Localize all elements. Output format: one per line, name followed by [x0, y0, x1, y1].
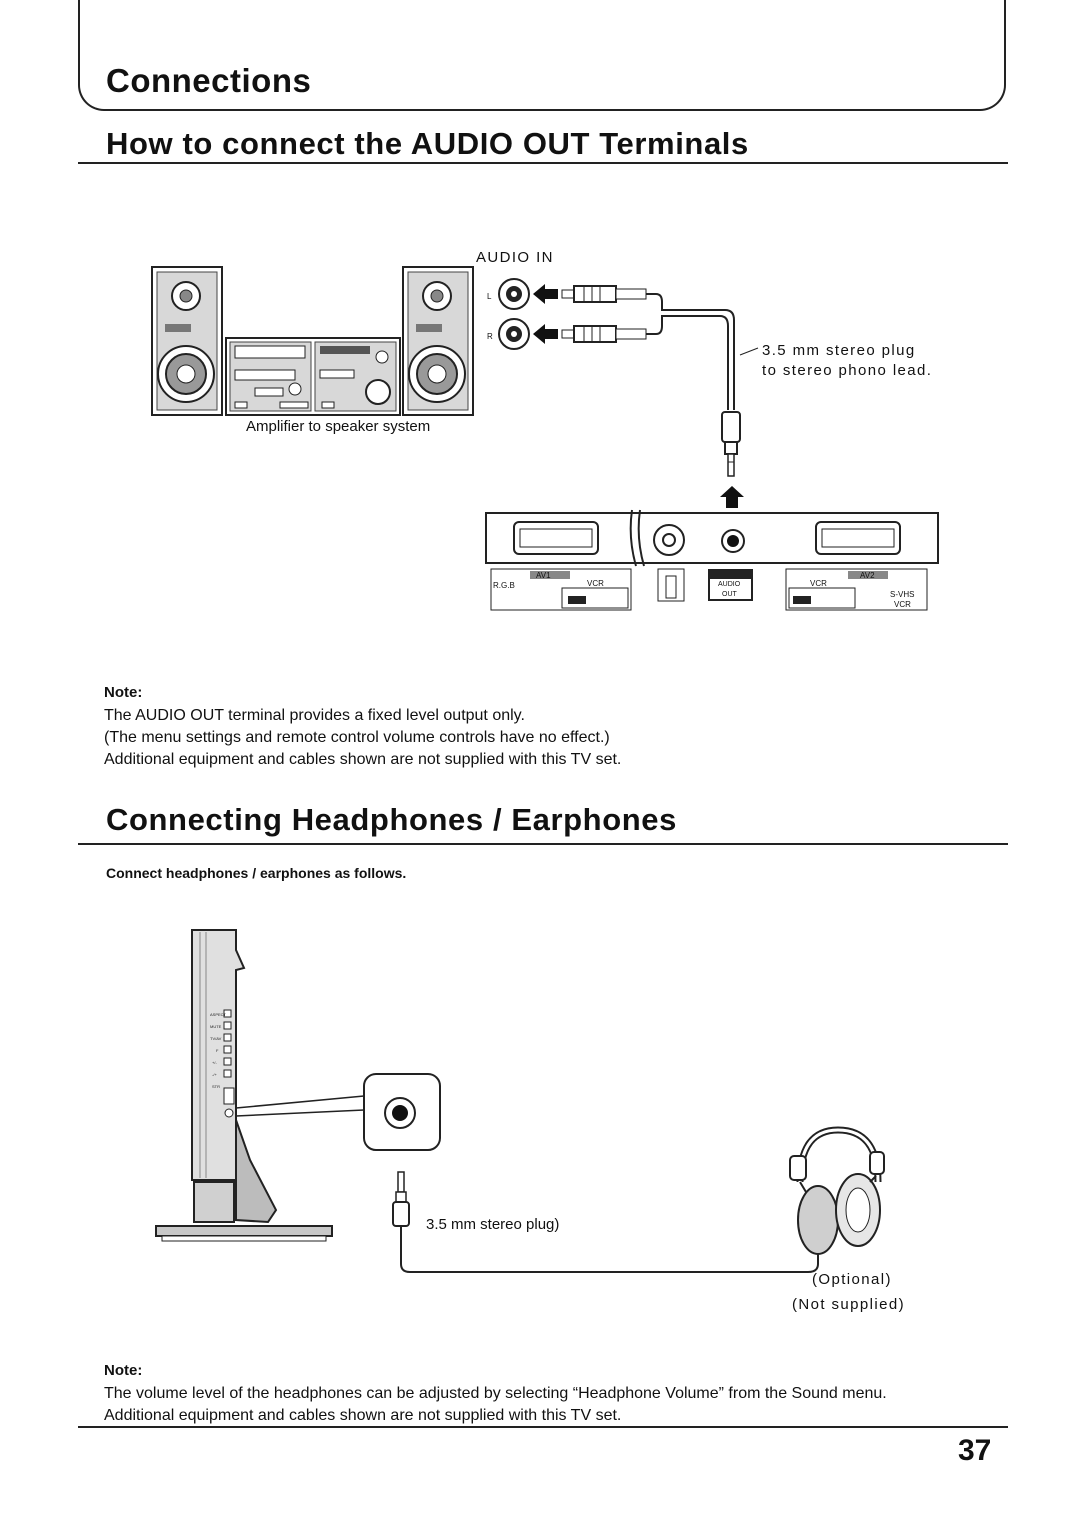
section-divider	[78, 162, 1008, 164]
note-line: Additional equipment and cables shown ar…	[104, 751, 622, 768]
plug-caption-line2: to stereo phono lead.	[762, 362, 933, 379]
up-arrow-icon	[720, 486, 744, 508]
page-number: 37	[958, 1434, 992, 1467]
label-vcr-right: VCR	[810, 579, 827, 588]
note-heading: Note:	[104, 1362, 143, 1379]
tv-label: STR	[212, 1084, 220, 1089]
section-heading-audio-out: How to connect the AUDIO OUT Terminals	[106, 126, 749, 161]
tv-label: +/-	[212, 1060, 217, 1065]
label-vcr-left: VCR	[587, 579, 604, 588]
label-av1: AV1	[536, 571, 551, 580]
tv-rear-panel	[485, 509, 939, 567]
note-line: Additional equipment and cables shown ar…	[104, 1407, 622, 1424]
right-speaker	[402, 266, 474, 416]
label-channel-l: L	[487, 292, 492, 301]
headphone-cable	[400, 1226, 819, 1273]
not-supplied-label: (Not supplied)	[792, 1296, 905, 1313]
label-channel-r: R	[487, 332, 493, 341]
tv-label: -/+	[212, 1072, 217, 1077]
headphones-icon	[789, 1126, 885, 1255]
stereo-cable	[646, 293, 735, 410]
tv-label: MUTE	[210, 1024, 222, 1029]
headphone-plug-caption: 3.5 mm stereo plug)	[426, 1216, 560, 1233]
label-out: OUT	[722, 591, 738, 598]
headphone-plug	[392, 1171, 410, 1227]
label-rgb: R.G.B	[493, 581, 515, 590]
stereo-plug	[721, 411, 741, 477]
header-tab-frame	[78, 0, 1006, 111]
label-av2: AV2	[860, 571, 875, 580]
note-line: (The menu settings and remote control vo…	[104, 729, 610, 746]
rear-panel-labels	[490, 568, 928, 611]
tv-label: ASPECT	[210, 1012, 227, 1017]
audio-in-jacks	[498, 278, 647, 350]
note-line: The AUDIO OUT terminal provides a fixed …	[104, 707, 525, 724]
optional-label: (Optional)	[812, 1271, 892, 1288]
left-speaker	[151, 266, 223, 416]
footer-divider	[78, 1426, 1008, 1428]
label-svhs: S-VHS	[890, 590, 914, 599]
headphone-diagram: ASPECT MUTE TV/AV F +/- -/+ STR	[155, 929, 885, 1273]
section-heading-headphones: Connecting Headphones / Earphones	[106, 802, 677, 837]
section-divider	[78, 843, 1008, 845]
audio-out-diagram: AV1 R.G.B VCR AUDIO OUT VCR AV2 S-VHS VC…	[151, 266, 939, 611]
plug-caption-line1: 3.5 mm stereo plug	[762, 342, 916, 359]
audio-in-label: AUDIO IN	[476, 249, 554, 266]
label-vcr-svhs: VCR	[894, 600, 911, 609]
amplifier	[225, 337, 401, 416]
label-audio: AUDIO	[718, 581, 741, 588]
tv-label: F	[216, 1048, 219, 1053]
instruction-text: Connect headphones / earphones as follow…	[106, 865, 407, 881]
tv-side-view	[155, 929, 333, 1242]
note-line: The volume level of the headphones can b…	[104, 1385, 887, 1402]
page-title: Connections	[106, 62, 312, 99]
note-heading: Note:	[104, 684, 143, 701]
tv-label: TV/AV	[210, 1036, 222, 1041]
amplifier-caption: Amplifier to speaker system	[246, 418, 431, 435]
